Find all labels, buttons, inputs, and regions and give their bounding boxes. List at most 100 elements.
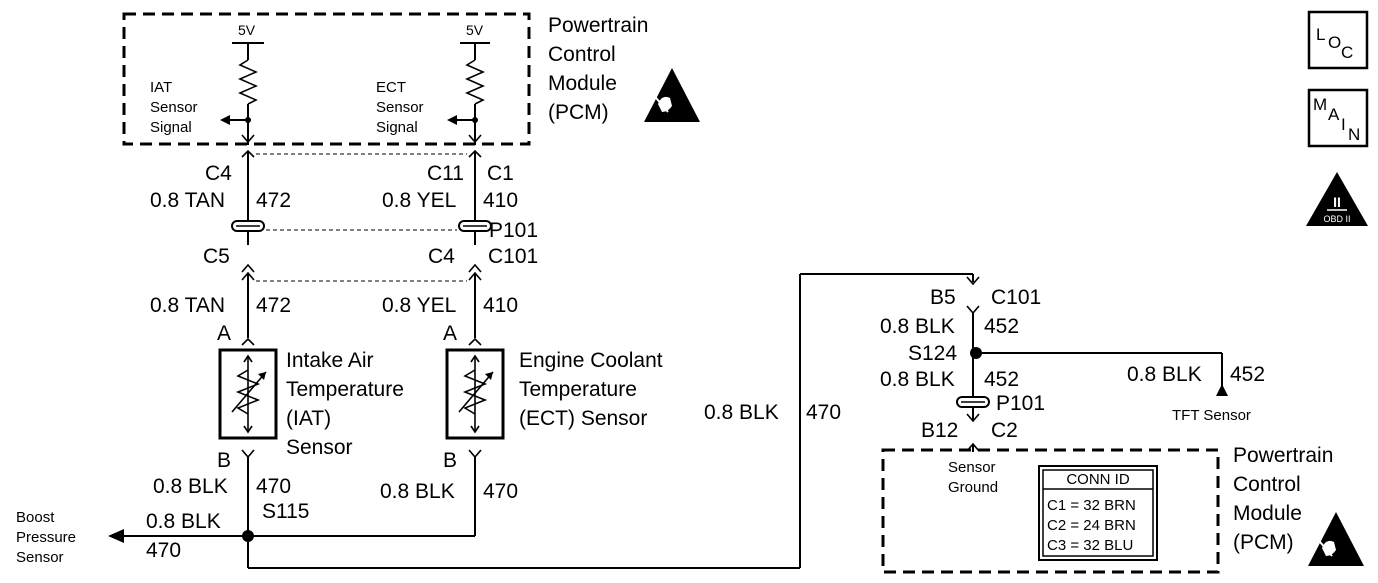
- main-letter-n: N: [1348, 125, 1360, 144]
- right-harness: B5 C101 0.8 BLK 452 S124 0.8 BLK 452 TFT…: [880, 286, 1265, 452]
- pcm-top-title-1: Powertrain: [548, 14, 648, 37]
- conn-id-row-1: C1 = 32 BRN: [1047, 497, 1136, 514]
- obd-label: OBD II: [1323, 214, 1350, 224]
- ect-signal-3: Signal: [376, 119, 418, 136]
- wire-ect-lower-color: 0.8 YEL: [382, 294, 456, 317]
- conn-id-table: [1038, 465, 1158, 561]
- boost-sensor-1: Boost: [16, 509, 55, 526]
- iat-signal-1: IAT: [150, 79, 172, 96]
- esd-warning-icon: [644, 68, 700, 122]
- supply-5v-left: 5V: [238, 22, 256, 38]
- wire-452-lower-num: 452: [984, 368, 1019, 391]
- wire-452-upper-color: 0.8 BLK: [880, 315, 955, 338]
- iat-sensor-name-1: Intake Air: [286, 349, 374, 372]
- pcm-bottom-title-2: Control: [1233, 473, 1301, 496]
- splice-s124-label: S124: [908, 342, 957, 365]
- supply-5v-right: 5V: [466, 22, 484, 38]
- main-letter-a: A: [1328, 105, 1340, 124]
- iat-sensor: Intake Air Temperature (IAT) Sensor: [218, 348, 404, 459]
- connector-c101-label: C101: [488, 245, 538, 268]
- pcm-bottom-title-1: Powertrain: [1233, 444, 1333, 467]
- ect-sensor-name-2: Temperature: [519, 378, 637, 401]
- main-letter-m: M: [1313, 95, 1327, 114]
- pin-c1: C1: [487, 162, 514, 185]
- esd-warning-icon: [1308, 512, 1364, 566]
- wire-iat-lower-num: 472: [256, 294, 291, 317]
- wire-iat-upper-num: 472: [256, 189, 291, 212]
- wire-tft-color: 0.8 BLK: [1127, 363, 1202, 386]
- obd-ii-icon[interactable]: II OBD II: [1306, 172, 1368, 226]
- pin-a-left: A: [217, 322, 231, 345]
- wire-long-num: 470: [806, 401, 841, 424]
- pin-b12: B12: [921, 419, 958, 442]
- ect-sensor: Engine Coolant Temperature (ECT) Sensor: [445, 348, 663, 440]
- pin-b5: B5: [930, 286, 956, 309]
- pin-c4-left: C4: [205, 162, 232, 185]
- thermistor-icon: [462, 369, 488, 415]
- wire-iat-ground-num: 470: [256, 475, 291, 498]
- conn-id-row-3: C3 = 32 BLU: [1047, 537, 1133, 554]
- pin-a-right: A: [443, 322, 457, 345]
- iat-signal-3: Signal: [150, 119, 192, 136]
- resistor-iat: [238, 59, 258, 105]
- iat-sensor-name-3: (IAT): [286, 407, 331, 430]
- pcm-bottom-title-3: Module: [1233, 502, 1302, 525]
- wire-tft-num: 452: [1230, 363, 1265, 386]
- wire-iat-ground-color: 0.8 BLK: [153, 475, 228, 498]
- wire-boost-num: 470: [146, 539, 181, 562]
- tft-sensor-label: TFT Sensor: [1172, 407, 1251, 424]
- conn-id-row-2: C2 = 24 BRN: [1047, 517, 1136, 534]
- ect-signal-2: Sensor: [376, 99, 424, 116]
- ect-sensor-name-3: (ECT) Sensor: [519, 407, 647, 430]
- loc-icon[interactable]: L O C: [1307, 10, 1369, 70]
- connector-p101-right-label: P101: [996, 392, 1045, 415]
- ect-sensor-name-1: Engine Coolant: [519, 349, 663, 372]
- main-letter-i: I: [1341, 115, 1346, 134]
- pin-c2: C2: [991, 419, 1018, 442]
- connector-p101-label: P101: [489, 219, 538, 242]
- wire-ect-upper-num: 410: [483, 189, 518, 212]
- splice-s115-label: S115: [262, 500, 310, 523]
- arrow-left-icon: [108, 529, 124, 543]
- ground-harness: B B 0.8 BLK 470 S115 0.8 BLK 470 Boost P…: [16, 273, 980, 569]
- boost-sensor-3: Sensor: [16, 549, 64, 566]
- arrow-up-icon: [1216, 384, 1228, 396]
- wire-452-upper-num: 452: [984, 315, 1019, 338]
- pin-b-right: B: [443, 449, 457, 472]
- pcm-top-title-4: (PCM): [548, 101, 609, 124]
- iat-signal-2: Sensor: [150, 99, 198, 116]
- sensor-ground-1: Sensor: [948, 459, 996, 476]
- wire-long-color: 0.8 BLK: [704, 401, 779, 424]
- pin-c11: C11: [427, 162, 464, 185]
- wire-ect-lower-num: 410: [483, 294, 518, 317]
- wire-452-lower-color: 0.8 BLK: [880, 368, 955, 391]
- boost-sensor-2: Pressure: [16, 529, 76, 546]
- wire-ect-ground-color: 0.8 BLK: [380, 480, 455, 503]
- pcm-top-title-3: Module: [548, 72, 617, 95]
- thermistor-icon: [235, 369, 261, 415]
- wire-iat-lower-color: 0.8 TAN: [150, 294, 225, 317]
- connector-c101-right: C101: [991, 286, 1041, 309]
- sensor-ground-2: Ground: [948, 479, 998, 496]
- wire-iat-upper-color: 0.8 TAN: [150, 189, 225, 212]
- ect-signal-1: ECT: [376, 79, 406, 96]
- arrow-left-icon: [220, 115, 230, 125]
- pcm-bottom-module: Sensor Ground CONN ID C1 = 32 BRN C2 = 2…: [881, 444, 1364, 574]
- wire-ect-ground-num: 470: [483, 480, 518, 503]
- wire-boost-color: 0.8 BLK: [146, 510, 221, 533]
- pin-c5: C5: [203, 245, 230, 268]
- pcm-top-title-2: Control: [548, 43, 616, 66]
- pcm-top-module: Powertrain Control Module (PCM) 5V IAT S…: [122, 12, 700, 146]
- main-icon[interactable]: M A I N: [1307, 88, 1369, 148]
- upper-harness: C4 C11 C1 0.8 TAN 472 0.8 YEL 410 P101 C…: [150, 149, 538, 346]
- iat-sensor-name-4: Sensor: [286, 436, 353, 459]
- iat-sensor-name-2: Temperature: [286, 378, 404, 401]
- resistor-ect: [465, 59, 485, 105]
- loc-letter-c: C: [1341, 43, 1353, 62]
- pin-c4-right: C4: [428, 245, 455, 268]
- conn-id-title: CONN ID: [1066, 471, 1130, 488]
- pcm-bottom-title-4: (PCM): [1233, 531, 1294, 554]
- obd-roman: II: [1333, 194, 1341, 210]
